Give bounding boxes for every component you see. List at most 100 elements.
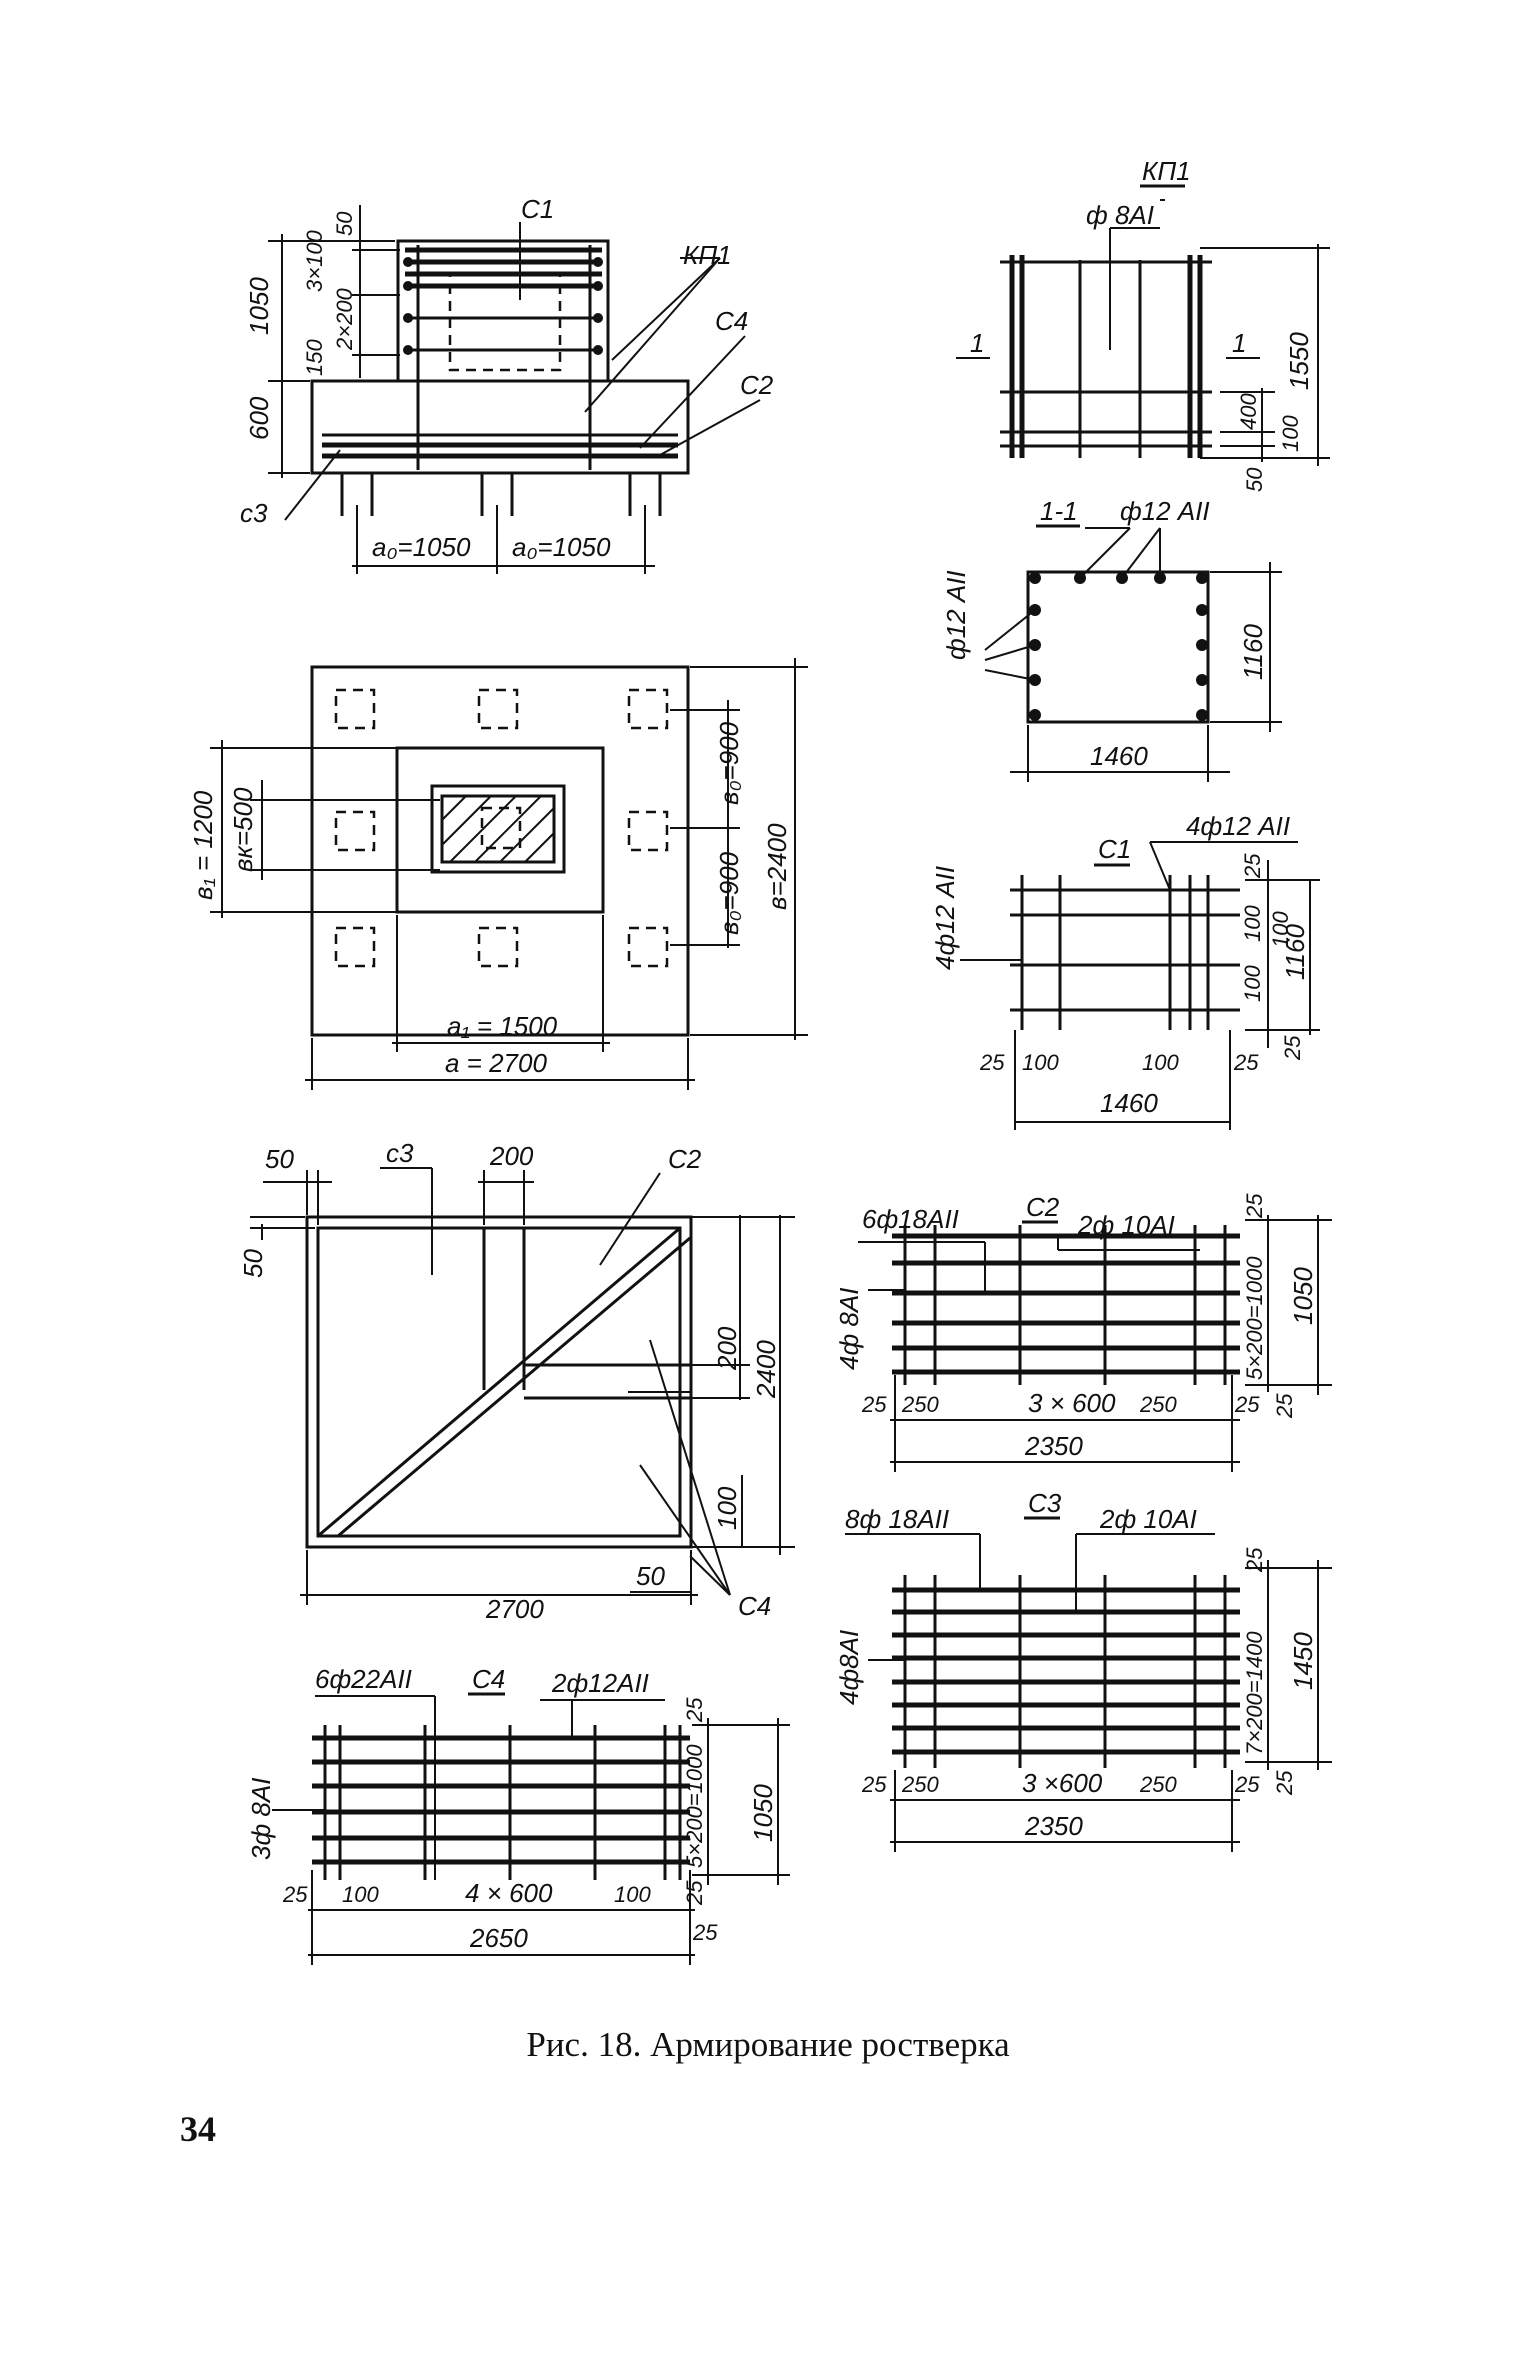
mesh-c2: 6ф18АII C2 2ф 10АI 4ф 8АI 25 5×200=1000 … [834, 1192, 1332, 1472]
kp1-section-left: 1 [970, 328, 984, 358]
layout-plan: 50 c3 200 C2 50 200 2400 100 50 2700 C4 [238, 1138, 795, 1624]
dim-b0-top: в₀=900 [714, 721, 744, 805]
dim-a1: a₁ = 1500 [447, 1011, 558, 1041]
c1-dim-100c: 100 [1240, 965, 1265, 1002]
c1-height: 1160 [1280, 924, 1310, 980]
figure-caption: Рис. 18. Армирование ростверка [526, 2025, 1010, 2064]
section-1-1-bar-side: ф12 АII [941, 570, 971, 660]
c2-dim-25-right: 25 [1234, 1392, 1260, 1417]
c3-dim-25-right: 25 [1234, 1772, 1260, 1797]
c2-bars-short: 2ф 10АI [1077, 1210, 1175, 1240]
layout-height: 2400 [751, 1340, 781, 1399]
c3-dim-25-bottom: 25 [1272, 1770, 1297, 1796]
layout-label-c4: C4 [738, 1591, 771, 1621]
c2-dim-25-top: 25 [1242, 1193, 1267, 1219]
c2-bars-side: 4ф 8АI [834, 1288, 864, 1370]
layout-label-c2: C2 [668, 1144, 702, 1174]
dim-50: 50 [332, 211, 357, 236]
c4-width: 2650 [469, 1923, 528, 1953]
layout-dim-200-top: 200 [489, 1141, 534, 1171]
c4-bars-long: 6ф22АII [315, 1664, 412, 1694]
section-view: C1 КП1 C4 C2 c3 1050 600 50 3×100 2×200 … [240, 194, 774, 574]
layout-dim-100-right: 100 [712, 1486, 742, 1530]
kp1-section-right: 1 [1232, 328, 1246, 358]
c2-spacing: 3 × 600 [1028, 1388, 1116, 1418]
c3-height: 1450 [1288, 1632, 1318, 1690]
dim-3x100: 3×100 [302, 229, 327, 292]
section-1-1: 1-1 ф12 АII ф12 АII 1460 1160 [941, 496, 1282, 782]
c4-title: C4 [472, 1664, 505, 1694]
label-c3: c3 [240, 498, 268, 528]
dim-b0-bottom: в₀=900 [714, 851, 744, 935]
c3-title: C3 [1028, 1488, 1062, 1518]
dim-b1: в₁ = 1200 [188, 790, 218, 900]
mesh-c4: 6ф22АII C4 2ф12АII 3ф 8АI 25 5×200=1000 … [246, 1664, 790, 1965]
c2-title: C2 [1026, 1192, 1060, 1222]
kp1-dim-100: 100 [1278, 415, 1303, 452]
label-c2: C2 [740, 370, 774, 400]
layout-width: 2700 [485, 1594, 544, 1624]
layout-label-c3: c3 [386, 1138, 414, 1168]
dim-bk: вк=500 [228, 787, 258, 872]
c4-dim-25-right-vert: 25 [682, 1880, 707, 1906]
c2-dim-250-right: 250 [1139, 1392, 1177, 1417]
c1-bars-horizontal: 4ф12 АII [930, 866, 960, 970]
c3-dim-250-left: 250 [901, 1772, 939, 1797]
dim-a0-left: a₀=1050 [372, 532, 471, 562]
c3-pitch: 7×200=1400 [1242, 1631, 1267, 1755]
kp1-bar: ф 8АI [1086, 200, 1154, 230]
kp1-title: КП1 [1142, 156, 1191, 186]
c4-spacing: 4 × 600 [465, 1878, 553, 1908]
c1-dim-25-right: 25 [1233, 1050, 1259, 1075]
c3-bars-short: 2ф 10АI [1099, 1504, 1197, 1534]
c2-height: 1050 [1288, 1267, 1318, 1325]
c1-bars-vertical: 4ф12 АII [1186, 811, 1290, 841]
c3-dim-250-right: 250 [1139, 1772, 1177, 1797]
page-number: 34 [180, 2109, 216, 2149]
dim-600: 600 [244, 396, 274, 440]
c1-dim-100-right: 100 [1142, 1050, 1179, 1075]
c3-bars-long: 8ф 18АII [845, 1504, 949, 1534]
section-1-1-width: 1460 [1090, 741, 1148, 771]
c3-dim-25-top: 25 [1242, 1547, 1267, 1573]
c4-height: 1050 [748, 1784, 778, 1842]
c1-dim-100a: 100 [1240, 905, 1265, 942]
dim-1050: 1050 [244, 277, 274, 335]
c1-title: C1 [1098, 834, 1131, 864]
c2-pitch: 5×200=1000 [1242, 1256, 1267, 1380]
plan-view: a₁ = 1500 a = 2700 в=2400 в₀=900 в₀=900 … [188, 658, 808, 1090]
c2-width: 2350 [1024, 1431, 1083, 1461]
c4-pitch: 5×200=1000 [682, 1744, 707, 1868]
layout-dim-50-bottom: 50 [636, 1561, 665, 1591]
c4-dim-25-left: 25 [282, 1882, 308, 1907]
c4-dim-25-top: 25 [682, 1697, 707, 1723]
c1-dim-100b: 100 [1268, 911, 1293, 948]
c1-dim-25-bottom: 25 [1280, 1035, 1305, 1061]
mesh-c1: C1 4ф12 АII 4ф12 АII 25 100 100 100 1160… [930, 811, 1320, 1130]
mesh-c3: 8ф 18АII C3 2ф 10АI 4ф8АI 25 7×200=1400 … [834, 1488, 1332, 1852]
c2-bars-long: 6ф18АII [862, 1204, 959, 1234]
frame-kp1: КП1 ф 8АI 1 1 1550 400 100 50 [956, 156, 1330, 492]
section-1-1-bar-top: ф12 АII [1120, 496, 1210, 526]
c2-dim-250-left: 250 [901, 1392, 939, 1417]
dim-150: 150 [302, 339, 327, 376]
layout-dim-50-top: 50 [265, 1144, 294, 1174]
c1-width: 1460 [1100, 1088, 1158, 1118]
section-1-1-title: 1-1 [1040, 496, 1078, 526]
dim-a0-right: a₀=1050 [512, 532, 611, 562]
kp1-height: 1550 [1284, 332, 1314, 390]
c4-dim-100-left: 100 [342, 1882, 379, 1907]
label-c4: C4 [715, 306, 748, 336]
c4-dim-100-right: 100 [614, 1882, 651, 1907]
c2-dim-25-left: 25 [861, 1392, 887, 1417]
dim-b: в=2400 [762, 823, 792, 910]
layout-dim-50-left: 50 [238, 1249, 268, 1278]
layout-dim-200-right: 200 [712, 1326, 742, 1371]
c1-dim-25-left: 25 [979, 1050, 1005, 1075]
c4-bars-side: 3ф 8АI [246, 1778, 276, 1860]
dim-2x200: 2×200 [332, 287, 357, 351]
c3-dim-25-left: 25 [861, 1772, 887, 1797]
section-1-1-height: 1160 [1238, 624, 1268, 680]
dim-a: a = 2700 [445, 1048, 547, 1078]
c4-dim-25-bottom: 25 [692, 1920, 718, 1945]
